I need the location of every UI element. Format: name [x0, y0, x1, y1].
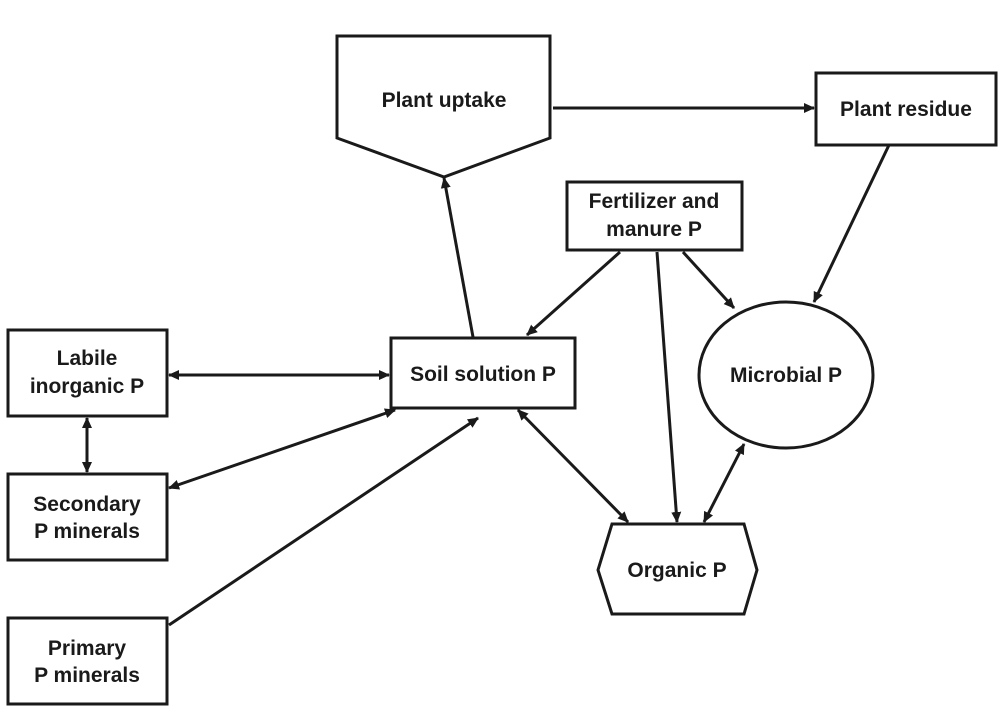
- microbial-label: Microbial P: [730, 364, 842, 387]
- secondary-label-line2: P minerals: [34, 520, 140, 543]
- fertilizer-label-line2: manure P: [606, 218, 702, 241]
- arrow-fertilizer-to-soil: [526, 250, 621, 337]
- node-secondary-minerals: Secondary P minerals: [6, 472, 169, 562]
- fertilizer-label-line1: Fertilizer and: [589, 190, 720, 213]
- arrow-secondary-soil: [168, 408, 396, 490]
- node-plant-residue: Plant residue: [814, 71, 998, 147]
- plant-uptake-label: Plant uptake: [382, 89, 507, 112]
- plant-residue-label: Plant residue: [840, 98, 972, 121]
- node-microbial: Microbial P: [697, 300, 875, 450]
- arrow-organic-microbial: [702, 443, 746, 523]
- arrow-fertilizer-to-organic: [655, 251, 682, 523]
- node-primary-minerals: Primary P minerals: [6, 616, 169, 706]
- soil-solution-label: Soil solution P: [410, 363, 556, 386]
- arrow-soil-to-uptake: [440, 177, 475, 338]
- arrow-soil-organic: [516, 408, 630, 524]
- node-plant-uptake: Plant uptake: [335, 34, 552, 179]
- connectors: [82, 103, 891, 627]
- primary-label-line2: P minerals: [34, 664, 140, 687]
- primary-label-line1: Primary: [48, 637, 127, 660]
- secondary-label-line1: Secondary: [33, 493, 141, 516]
- labile-label-line2: inorganic P: [30, 375, 144, 398]
- organic-label: Organic P: [627, 559, 726, 582]
- node-organic: Organic P: [596, 522, 759, 616]
- arrow-primary-to-soil: [168, 416, 479, 627]
- arrow-residue-to-microbial: [812, 144, 891, 303]
- node-labile-inorganic: Labile inorganic P: [6, 328, 169, 418]
- arrow-fertilizer-to-microbial: [681, 250, 736, 310]
- labile-label-line1: Labile: [57, 347, 118, 370]
- node-fertilizer-manure: Fertilizer and manure P: [565, 180, 744, 252]
- node-soil-solution: Soil solution P: [389, 336, 577, 410]
